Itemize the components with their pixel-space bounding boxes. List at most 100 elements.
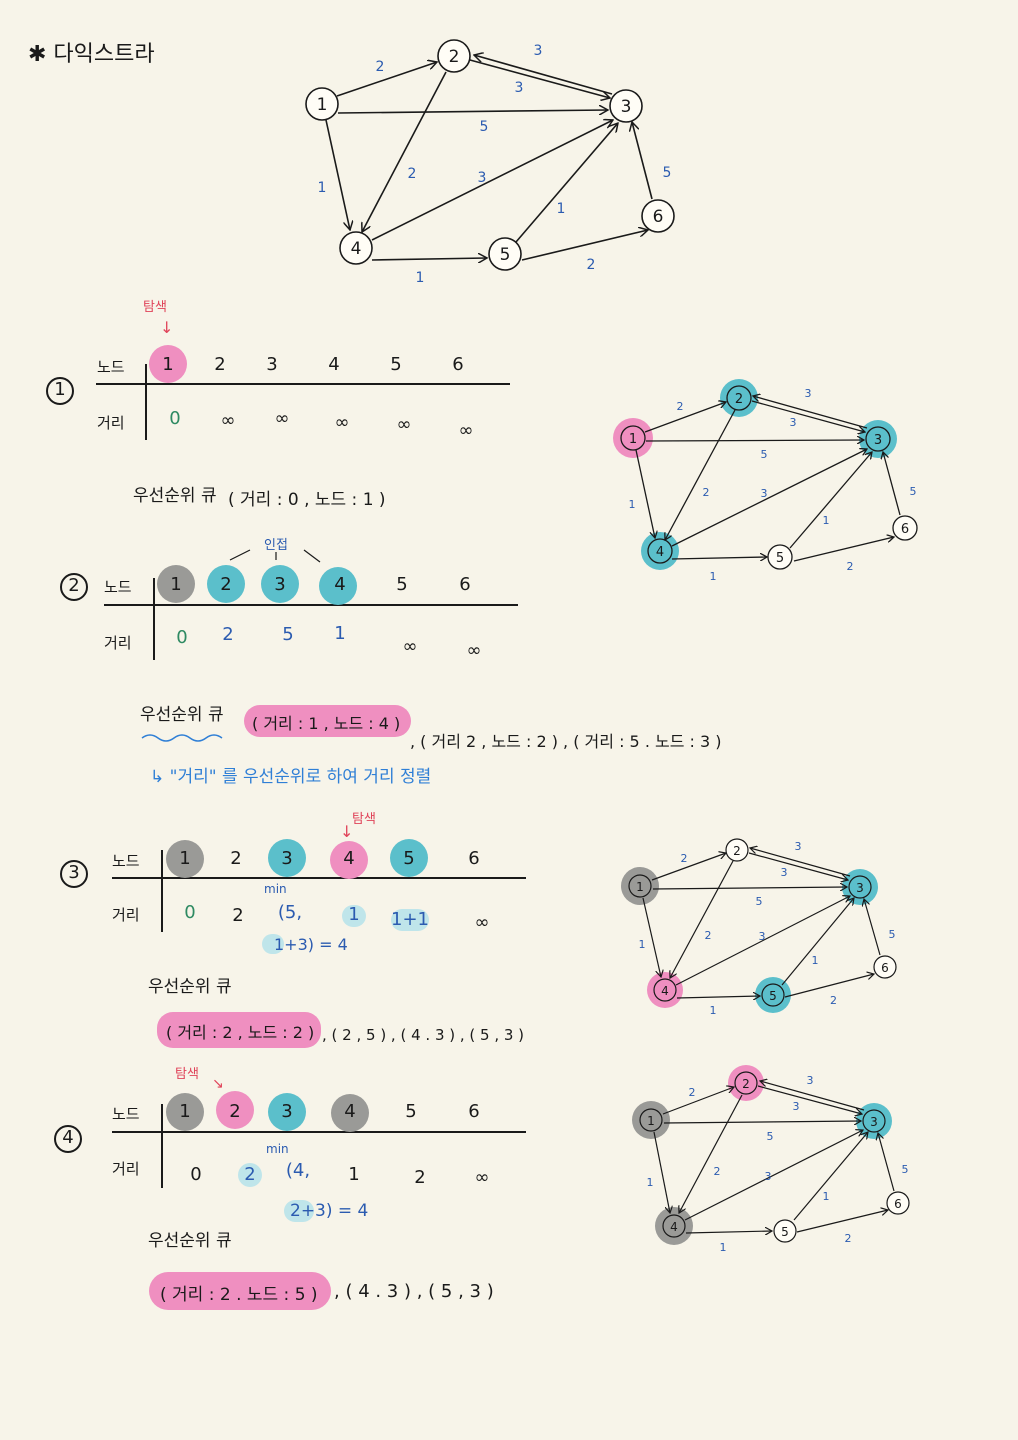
table-distance-cell: ∞ <box>402 636 418 657</box>
weight-label: 5 <box>910 485 917 498</box>
table-node-cell: 4 <box>344 1101 356 1122</box>
table-distance-cell: 2 <box>232 905 244 926</box>
pq-entry-first: ( 거리 : 2 , 노드 : 2 ) <box>166 1023 315 1042</box>
table-distance-cell: 1 <box>348 904 360 925</box>
node-5: 5 <box>769 989 777 1003</box>
table-distance-cell: ∞ <box>466 640 482 661</box>
distance-calc: 1+3) = 4 <box>274 935 348 954</box>
weight-label: 3 <box>805 387 812 400</box>
table-distance-cell: ∞ <box>474 912 490 933</box>
weight-label: 5 <box>761 448 768 461</box>
step-1-mark: 1 <box>46 377 74 405</box>
weight-label: 1 <box>647 1176 654 1189</box>
table-node-cell: 6 <box>468 1101 480 1122</box>
step-4-graph: 1 2 3 4 5 6 2 3 3 5 1 2 3 1 5 1 2 <box>632 1065 910 1254</box>
weight-label: 5 <box>902 1163 909 1176</box>
step-3-annotation: 탐색 <box>352 812 376 827</box>
table-distance-cell: 1 <box>348 1164 360 1185</box>
dist-row-label: 거리 <box>112 1160 140 1178</box>
pq-entry-rest: , ( 거리 2 , 노드 : 2 ) , ( 거리 : 5 . 노드 : 3 … <box>410 732 722 751</box>
pq-entry-first: ( 거리 : 2 . 노드 : 5 ) <box>160 1285 318 1305</box>
pq-entry-first: ( 거리 : 1 , 노드 : 4 ) <box>252 714 401 733</box>
pq-entry-rest: , ( 4 . 3 ) , ( 5 , 3 ) <box>334 1281 494 1302</box>
node-1: 1 <box>636 880 644 894</box>
table-distance-cell: ∞ <box>474 1167 490 1188</box>
step-4-mark: 4 <box>54 1125 82 1153</box>
main-graph: 1 2 3 4 5 6 2 3 3 5 1 2 3 1 5 1 2 <box>305 39 675 286</box>
arrow-down-icon: ↓ <box>340 822 354 841</box>
weight-4-5: 1 <box>416 270 425 286</box>
weight-label: 5 <box>889 928 896 941</box>
weight-label: 3 <box>759 930 766 943</box>
step-1-graph: 1 2 3 4 5 6 2 3 3 5 1 2 3 1 5 1 2 <box>613 379 918 583</box>
weight-label: 3 <box>807 1074 814 1087</box>
table-node-cell: 4 <box>328 354 340 375</box>
node-2: 2 <box>742 1077 750 1091</box>
step-2-mark: 2 <box>60 573 88 601</box>
node-3: 3 <box>874 433 882 448</box>
table-distance-cell: ∞ <box>458 420 474 441</box>
weight-label: 2 <box>714 1165 721 1178</box>
table-distance-cell: (4, <box>285 1160 311 1181</box>
node-6: 6 <box>881 961 889 975</box>
node-4: 4 <box>670 1220 678 1234</box>
dist-row-label: 거리 <box>97 414 125 432</box>
table-distance-cell: 2 <box>244 1164 256 1185</box>
table-distance-cell: ∞ <box>396 414 412 435</box>
node-1: 1 <box>629 432 637 447</box>
node-3: 3 <box>621 97 632 117</box>
weight-label: 3 <box>793 1100 800 1113</box>
node-3: 3 <box>856 881 864 895</box>
step-2-annotation: 인접 <box>264 538 288 553</box>
annotation-lines <box>229 549 321 563</box>
step-1-annotation: 탐색 <box>143 300 167 315</box>
node-5: 5 <box>781 1225 789 1239</box>
table-distance-cell: ∞ <box>274 408 290 429</box>
table-node-cell: 2 <box>229 1101 241 1122</box>
table-node-cell: 3 <box>266 354 278 375</box>
weight-label: 1 <box>812 954 819 967</box>
pq-label: 우선순위 큐 <box>133 486 217 506</box>
table-distance-cell: 0 <box>169 408 181 429</box>
distance-calc: 2+3) = 4 <box>290 1201 369 1221</box>
node-6: 6 <box>653 207 664 227</box>
node-row-label: 노드 <box>104 578 132 596</box>
node-2: 2 <box>733 844 741 858</box>
step-3-mark: 3 <box>60 860 88 888</box>
node-6: 6 <box>894 1197 902 1211</box>
weight-label: 3 <box>761 487 768 500</box>
weight-label: 2 <box>677 400 684 413</box>
table-node-cell: 5 <box>396 574 408 595</box>
weight-2-3: 3 <box>515 80 524 96</box>
table-node-cell: 1 <box>170 574 182 595</box>
weight-label: 3 <box>781 866 788 879</box>
table-node-cell: 2 <box>220 574 232 595</box>
weight-4-3: 3 <box>478 170 487 186</box>
node-4: 4 <box>661 984 669 998</box>
weight-label: 1 <box>629 498 636 511</box>
node-2: 2 <box>449 47 460 67</box>
weight-label: 2 <box>830 994 837 1007</box>
weight-label: 2 <box>847 560 854 573</box>
table-distance-cell: 1+1 <box>391 909 429 930</box>
table-node-cell: 2 <box>214 354 226 375</box>
dist-row-label: 거리 <box>104 634 132 652</box>
table-distance-cell: 0 <box>190 1164 202 1185</box>
table-node-cell: 4 <box>334 574 346 595</box>
node-row-label: 노드 <box>112 852 140 870</box>
table-distance-cell: 2 <box>222 624 234 645</box>
arrow-down-icon: ↘ <box>212 1076 224 1092</box>
arrow-down-icon: ↓ <box>160 318 174 337</box>
weight-label: 2 <box>703 486 710 499</box>
table-distance-cell: 0 <box>176 627 188 648</box>
table-distance-cell: 2 <box>414 1167 426 1188</box>
weight-label: 5 <box>756 895 763 908</box>
weight-3-2: 3 <box>534 43 543 59</box>
table-node-cell: 1 <box>179 848 191 869</box>
priority-note: ↳ "거리" 를 우선순위로 하여 거리 정렬 <box>150 767 432 787</box>
weight-label: 1 <box>823 514 830 527</box>
min-label: min <box>264 882 287 896</box>
table-distance-cell: 5 <box>282 624 294 645</box>
node-4: 4 <box>656 545 664 560</box>
table-node-cell: 3 <box>281 848 293 869</box>
